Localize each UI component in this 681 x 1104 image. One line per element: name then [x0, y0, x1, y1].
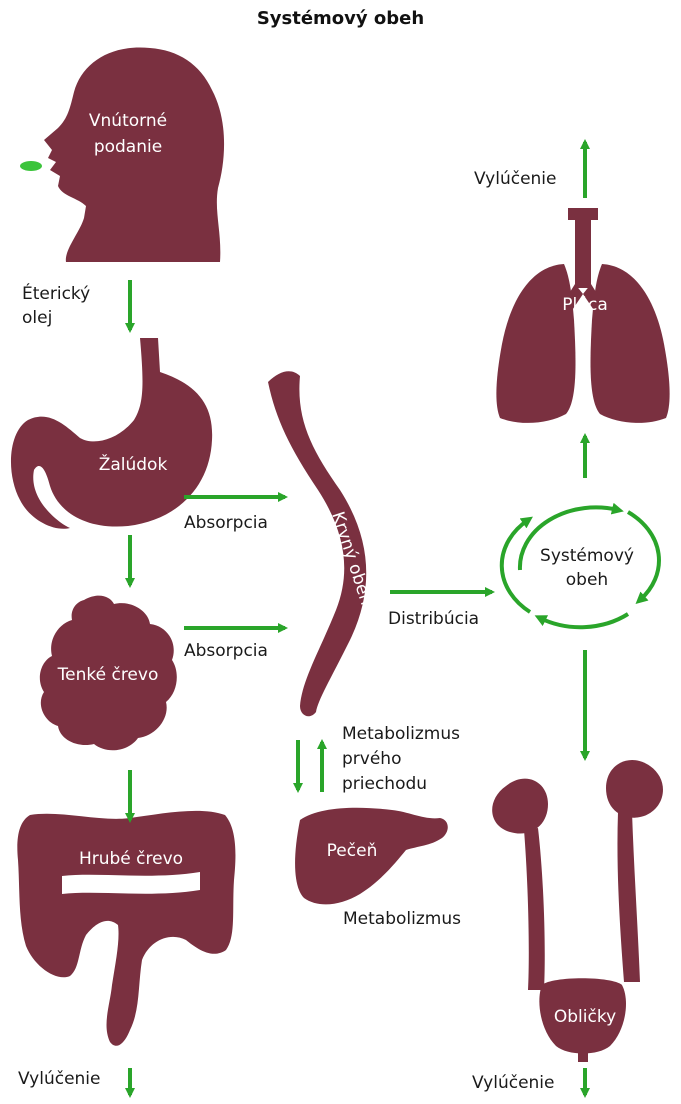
large-intestine-label: Hrubé črevo	[56, 848, 206, 870]
metabolism-label: Metabolizmus	[343, 908, 461, 930]
first-pass-label: Metabolizmus prvého priechodu	[342, 722, 454, 797]
oral-label: Vnútorné podanie	[68, 108, 188, 160]
small-intestine-label: Tenké črevo	[56, 662, 160, 688]
absorption-label-2: Absorpcia	[184, 640, 268, 662]
kidneys-label: Obličky	[540, 1006, 630, 1028]
liver-label: Pečeň	[312, 840, 392, 862]
page-title: Systémový obeh	[0, 8, 681, 29]
circulation-label: Systémový obeh	[532, 544, 642, 592]
stomach-label: Žalúdok	[78, 454, 188, 476]
distribution-label: Distribúcia	[388, 608, 479, 630]
lungs-label: Plúca	[540, 294, 630, 316]
excretion-left-label: Vylúčenie	[18, 1068, 101, 1090]
oil-label: Éterický olej	[22, 282, 122, 330]
absorption-label-1: Absorpcia	[184, 512, 268, 534]
large-intestine-icon	[17, 811, 235, 1046]
excretion-right-label: Vylúčenie	[472, 1072, 555, 1094]
pill-icon	[20, 161, 42, 171]
stomach-icon	[11, 338, 212, 529]
excretion-top-label: Vylúčenie	[474, 168, 557, 190]
